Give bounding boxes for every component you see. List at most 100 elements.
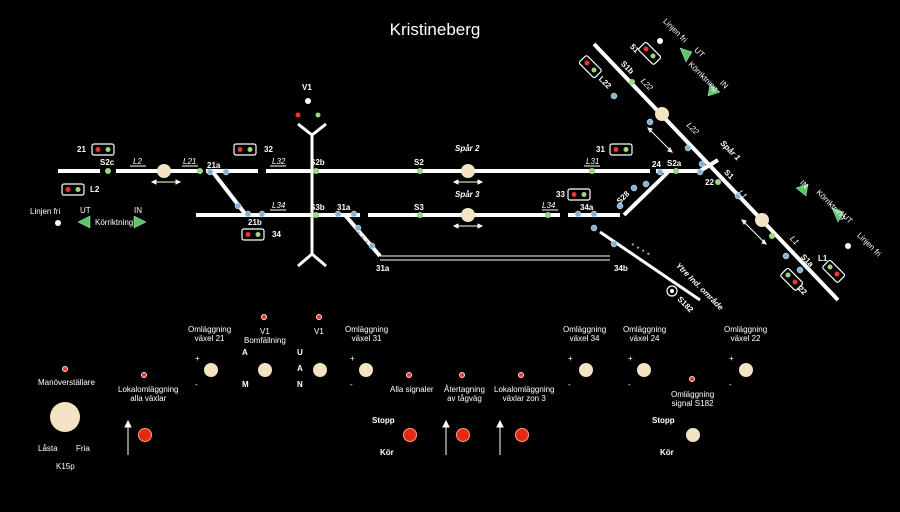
arrow-left-ut[interactable] xyxy=(77,215,91,229)
stopp-label-1: Stopp xyxy=(372,416,395,425)
omlagg24-plus: + xyxy=(628,354,633,363)
s182-led xyxy=(689,376,695,382)
label-34b: 34b xyxy=(614,264,628,273)
platform-spar1-n xyxy=(655,107,669,121)
arrow-tr-ut[interactable] xyxy=(679,47,693,63)
page-title: Kristineberg xyxy=(389,20,481,39)
s182-button[interactable] xyxy=(686,428,700,442)
dir-arrow-e xyxy=(741,219,767,245)
arrow-r-in[interactable] xyxy=(795,183,809,197)
switch21-button[interactable] xyxy=(204,363,218,377)
signal-box-51[interactable] xyxy=(638,41,662,65)
switch34-button[interactable] xyxy=(579,363,593,377)
label-24: 24 xyxy=(652,160,661,169)
kor-label-1: Kör xyxy=(380,448,394,457)
left-ut: UT xyxy=(80,206,91,215)
v1-u: U xyxy=(297,348,303,357)
omlagg21-label: Omläggning växel 21 xyxy=(188,325,232,343)
switch22-button[interactable] xyxy=(739,363,753,377)
label-sig33: 33 xyxy=(556,190,565,199)
manov-knob[interactable] xyxy=(50,402,80,432)
switch-21 xyxy=(210,169,248,217)
arrow-tr-in[interactable] xyxy=(707,83,721,97)
label-sig32: 32 xyxy=(264,145,273,154)
label-spar2: Spår 2 xyxy=(455,144,480,153)
omlagg24-label: Omläggning växel 24 xyxy=(623,325,667,343)
signal-box-34[interactable] xyxy=(241,228,265,241)
label-s3b: S3b xyxy=(310,203,325,212)
arrow-r-ut[interactable] xyxy=(831,207,845,223)
signal-box-32[interactable] xyxy=(233,143,257,156)
omlagg21-plus: + xyxy=(195,354,200,363)
signal-box-l2[interactable] xyxy=(61,183,85,196)
alla-signaler-led xyxy=(406,372,412,378)
lokal-zon3-label: Lokalomläggning växlar zon 3 xyxy=(494,385,555,403)
platform-spar1-s xyxy=(755,213,769,227)
label-l21: L21 xyxy=(183,157,197,166)
v1-button[interactable] xyxy=(313,363,327,377)
atertagning-label: Återtagning av tågväg xyxy=(444,385,485,403)
label-l34: L34 xyxy=(272,201,286,210)
atertagning-button[interactable] xyxy=(456,428,470,442)
omlagg-s182-label: Omläggning signal S182 xyxy=(671,390,715,408)
lokal-zon3-button[interactable] xyxy=(515,428,529,442)
label-sig21: 21 xyxy=(77,145,86,154)
label-v1-road: V1 xyxy=(302,83,312,92)
platform-a xyxy=(157,164,171,178)
label-l34b: L34 xyxy=(542,201,556,210)
omlagg31-plus: + xyxy=(350,354,355,363)
dir-arrow-d xyxy=(647,127,673,153)
v1-bom-label: V1 Bomfällning xyxy=(244,327,286,345)
label-31a: 31a xyxy=(337,203,351,212)
bom-m: M xyxy=(242,380,249,389)
label-s2b: S2b xyxy=(310,158,325,167)
signal-box-l1[interactable] xyxy=(822,259,846,283)
alla-signaler-label: Alla signaler xyxy=(390,385,434,394)
label-s2c: S2c xyxy=(100,158,115,167)
omlagg22-label: Omläggning växel 22 xyxy=(724,325,768,343)
lokal-alla-led xyxy=(141,372,147,378)
label-31a-lower: 31a xyxy=(376,264,390,273)
lokal-alla-button[interactable] xyxy=(138,428,152,442)
switch-31a xyxy=(343,213,382,258)
label-sig31: 31 xyxy=(596,145,605,154)
signal-s182[interactable] xyxy=(666,285,678,297)
v1-bom-button[interactable] xyxy=(258,363,272,377)
left-line-free: Linjen fri xyxy=(30,207,61,216)
arrow-left-in[interactable] xyxy=(133,215,147,229)
industry-track xyxy=(380,255,610,261)
switch31-button[interactable] xyxy=(359,363,373,377)
label-s2a: S2a xyxy=(667,159,682,168)
v1-n: N xyxy=(297,380,303,389)
signal-box-l22[interactable] xyxy=(578,55,602,79)
v1-led xyxy=(316,314,322,320)
alla-signaler-button[interactable] xyxy=(403,428,417,442)
label-l2-sig: L2 xyxy=(133,157,142,166)
omlagg31-minus: - xyxy=(350,380,353,389)
label-21b: 21b xyxy=(248,218,262,227)
track-spar1-link xyxy=(698,158,720,173)
label-l2: L2 xyxy=(90,185,100,194)
signal-box-21[interactable] xyxy=(91,143,115,156)
label-spar3: Spår 3 xyxy=(455,190,480,199)
omlagg24-minus: - xyxy=(628,380,631,389)
manov-led xyxy=(62,366,68,372)
manov-lasta: Låsta xyxy=(38,444,58,453)
track-spar1 xyxy=(592,42,840,302)
label-34a: 34a xyxy=(580,203,594,212)
lokal-zon3-led xyxy=(518,372,524,378)
omlagg34-minus: - xyxy=(568,380,571,389)
omlagg21-minus: - xyxy=(195,380,198,389)
v1-label: V1 xyxy=(314,327,324,336)
platform-spar3 xyxy=(461,208,475,222)
switch24-button[interactable] xyxy=(637,363,651,377)
omlagg31-label: Omläggning växel 31 xyxy=(345,325,389,343)
left-in: IN xyxy=(134,206,142,215)
v1-bom-led xyxy=(261,314,267,320)
v1-a: A xyxy=(297,364,303,373)
signal-box-33[interactable] xyxy=(567,188,591,201)
signal-box-31[interactable] xyxy=(609,143,633,156)
label-22: 22 xyxy=(705,178,714,187)
